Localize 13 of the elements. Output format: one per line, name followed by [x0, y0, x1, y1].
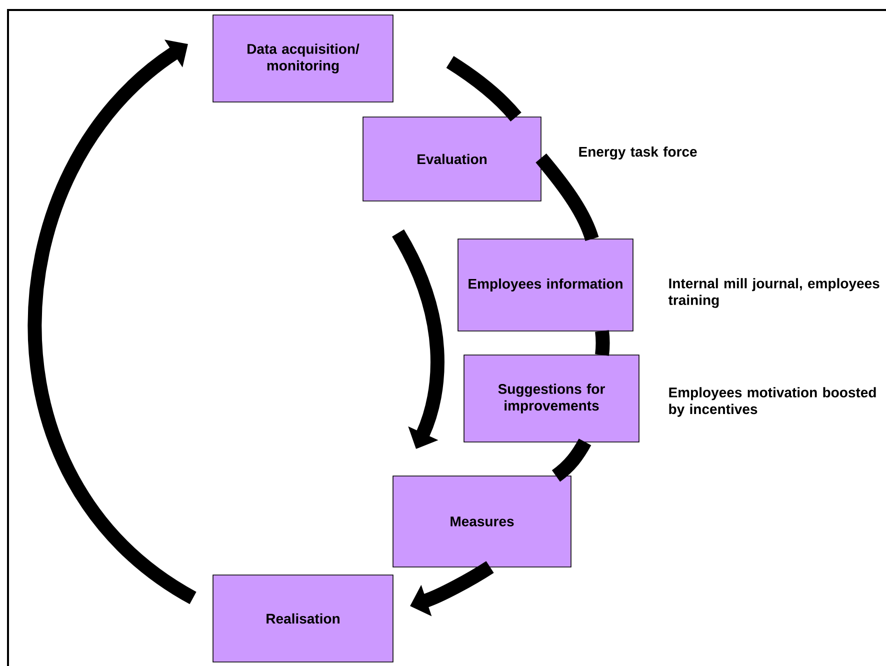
process-box: Suggestions for improvements [464, 354, 640, 442]
process-box: Measures [392, 476, 572, 568]
note-text: Internal mill journal, employees training [668, 278, 880, 308]
note-text: Energy task force [579, 146, 697, 160]
connector-arc [536, 154, 599, 242]
process-box: Employees information [458, 238, 634, 332]
process-box: Realisation [212, 574, 394, 662]
process-box: Evaluation [362, 116, 542, 202]
connector-arc [552, 438, 592, 482]
process-box: Data acquisition/ monitoring [212, 14, 394, 102]
note-text: Employees motivation boosted by incentives [669, 387, 876, 417]
arrow [28, 40, 197, 604]
connector-arc [595, 330, 610, 356]
